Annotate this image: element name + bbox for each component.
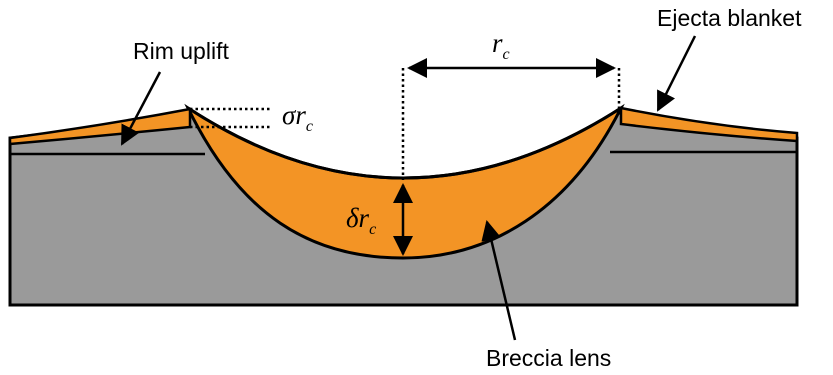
breccia-lens-pointer-arrow bbox=[481, 220, 517, 341]
crater-radius-symbol: rc bbox=[492, 28, 510, 63]
ejecta-blanket-label: Ejecta blanket bbox=[657, 5, 802, 31]
ejecta-blanket-right bbox=[619, 106, 799, 143]
crater-floor-outline bbox=[187, 106, 622, 180]
rim-height-symbol: σrc bbox=[282, 100, 313, 135]
rim-uplift-pointer-arrow bbox=[120, 71, 162, 146]
lens-thickness-symbol: δrc bbox=[346, 203, 376, 238]
rim-uplift-label: Rim uplift bbox=[133, 38, 229, 64]
ejecta-blanket-pointer-arrow bbox=[656, 35, 697, 112]
breccia-lens-label: Breccia lens bbox=[486, 345, 611, 371]
